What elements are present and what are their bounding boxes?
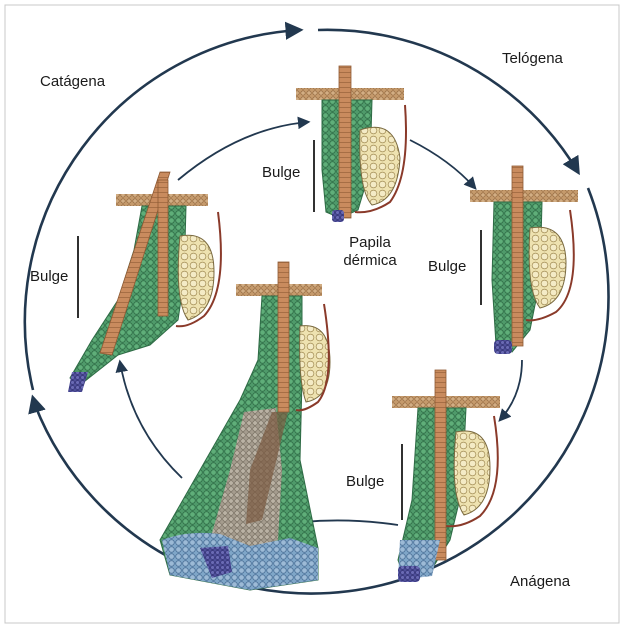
- bulge-label-telogen: Bulge: [262, 164, 300, 182]
- phase-label-catagen: Catágena: [40, 73, 105, 91]
- papilla-label-line1: Papila: [333, 234, 407, 252]
- bulge-label-anagen: Bulge: [346, 473, 384, 491]
- phase-label-anagen: Anágena: [510, 573, 570, 591]
- bulge-label-right: Bulge: [428, 258, 466, 276]
- papilla-label-line2: dérmica: [333, 252, 407, 270]
- phase-label-telogen: Telógena: [502, 50, 563, 68]
- bulge-label-catagen: Bulge: [30, 268, 68, 286]
- papilla-label: Papila dérmica: [333, 234, 407, 270]
